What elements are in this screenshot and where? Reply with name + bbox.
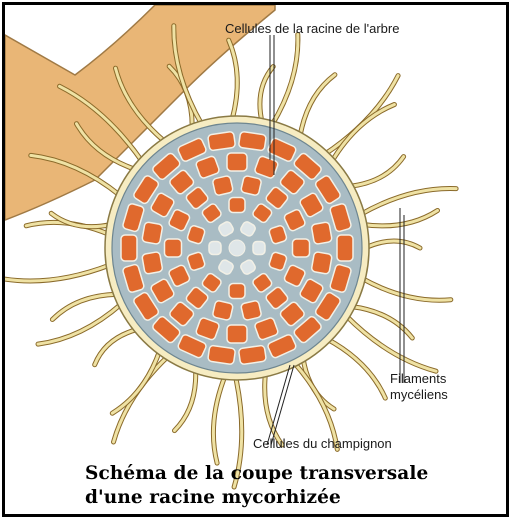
hypha-outline <box>351 307 412 339</box>
root-cell <box>241 300 262 321</box>
hypha-outline <box>272 35 298 125</box>
hypha-outline <box>300 75 335 137</box>
hypha <box>213 376 225 464</box>
root-cell <box>121 235 137 261</box>
hypha <box>95 329 138 365</box>
hypha-outline <box>95 329 138 365</box>
hypha <box>332 105 395 162</box>
hypha <box>324 76 398 155</box>
hypha <box>351 307 412 339</box>
root-cell <box>238 345 266 365</box>
central-cell <box>229 240 245 256</box>
root-cell <box>253 242 265 255</box>
hypha <box>300 75 335 137</box>
hypha <box>327 339 385 398</box>
pointer-fungus-a <box>267 365 290 445</box>
hypha-outline <box>327 339 385 398</box>
root-cell <box>241 175 262 196</box>
hypha <box>114 356 169 442</box>
hypha-outline <box>38 304 122 345</box>
root-cell <box>209 242 221 255</box>
hypha <box>260 67 273 123</box>
hypha-outline <box>361 188 457 214</box>
label-fungus-cells: Cellules du champignon <box>253 436 392 451</box>
root-cell <box>227 153 247 171</box>
label-root-cells: Cellules de la racine de l'arbre <box>225 21 399 36</box>
root-cell <box>208 131 236 151</box>
root-cell <box>227 325 247 343</box>
hypha <box>112 350 160 413</box>
root-cell <box>142 222 163 245</box>
root-cell <box>337 235 353 261</box>
root-cell <box>208 345 236 365</box>
hypha-outline <box>112 350 160 413</box>
root-cell <box>212 175 233 196</box>
hypha <box>361 278 450 300</box>
root-cell <box>311 222 332 245</box>
label-mycelial-filaments-line1: Filaments <box>390 371 446 386</box>
hypha <box>38 304 122 345</box>
root-cell <box>229 284 245 299</box>
root-cell <box>165 239 182 257</box>
hypha-outline <box>114 356 169 442</box>
caption-line2: d'une racine mycorhizée <box>85 487 341 508</box>
root-cell <box>293 239 310 257</box>
caption-line1: Schéma de la coupe transversale <box>85 463 428 484</box>
root-cell <box>212 300 233 321</box>
root-cell <box>229 198 245 213</box>
pointer-fungus-b <box>271 365 294 445</box>
hypha-outline <box>324 76 398 155</box>
root-cell <box>238 131 266 151</box>
root-cell <box>142 251 163 274</box>
hypha-outline <box>349 157 403 187</box>
hypha-outline <box>332 105 395 162</box>
label-mycelial-filaments-line2: mycéliens <box>390 387 448 402</box>
root-cell <box>311 251 332 274</box>
